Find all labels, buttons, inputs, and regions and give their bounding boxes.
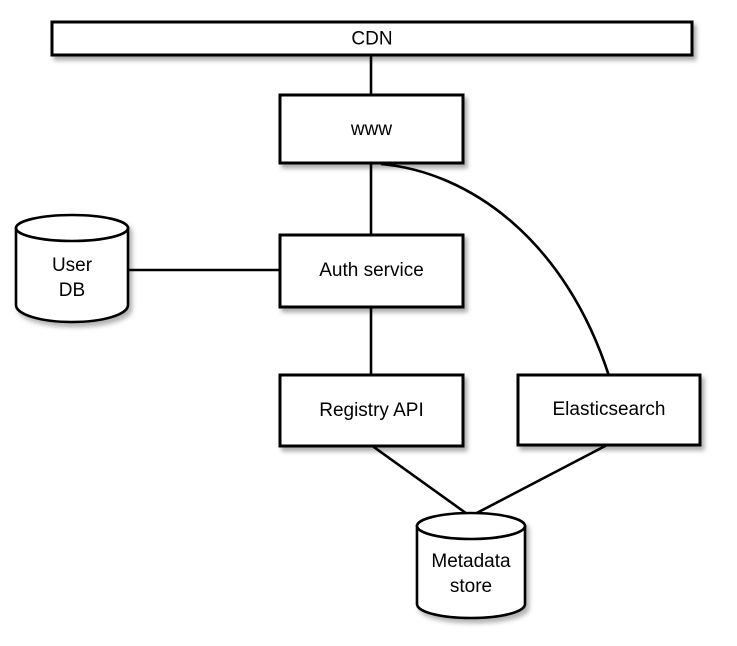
node-www[interactable]: www [278,93,465,165]
metadata-store-body[interactable] [415,524,527,620]
edge-elasticsearch-to-metadata-store [470,442,610,518]
node-elasticsearch[interactable]: Elasticsearch [516,373,702,447]
node-registry-api[interactable]: Registry API [278,373,465,448]
metadata-store-top-ellipse [415,511,527,541]
registry-api-box[interactable] [278,373,465,448]
user-db-body[interactable] [14,226,130,324]
user-db-label-line2: DB [59,280,85,301]
www-box[interactable] [278,93,465,165]
cdn-box[interactable] [50,20,694,57]
metadata-store-label-line2: store [450,576,492,597]
www-label: www [350,119,392,140]
cdn-label: CDN [351,29,392,50]
node-metadata-store[interactable]: Metadata store [415,511,527,620]
node-user-db[interactable]: User DB [14,213,130,324]
elasticsearch-box[interactable] [516,373,702,447]
user-db-top-ellipse [14,213,130,243]
elasticsearch-label: Elasticsearch [553,399,666,420]
user-db-label-line1: User [52,255,93,276]
auth-service-box[interactable] [278,233,465,309]
node-cdn[interactable]: CDN [50,20,694,57]
edge-www-to-elasticsearch [380,162,611,377]
auth-service-label: Auth service [319,260,424,281]
edges-layer [127,55,611,518]
edge-registry-api-to-metadata-store [370,443,471,518]
registry-api-label: Registry API [319,400,424,421]
metadata-store-label-line1: Metadata [431,551,511,572]
node-auth-service[interactable]: Auth service [278,233,465,309]
